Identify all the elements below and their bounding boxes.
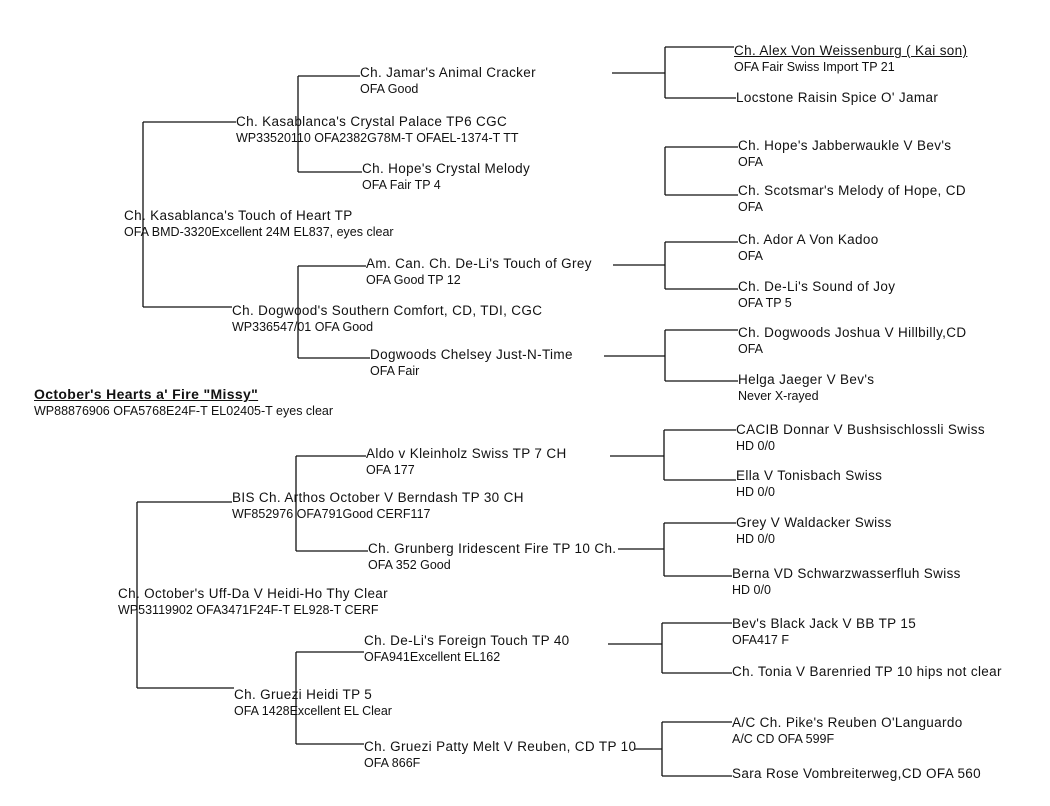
dog-node-ss: Ch. Kasablanca's Crystal Palace TP6 CGC W… (236, 113, 519, 147)
dog-titles: OFA 352 Good (368, 558, 451, 572)
dog-name: Ch. Hope's Jabberwaukle V Bev's (738, 138, 952, 153)
dog-name: Ch. Gruezi Heidi TP 5 (234, 687, 373, 702)
dog-node-ssss: Ch. Alex Von Weissenburg ( Kai son) OFA F… (734, 42, 967, 76)
dog-titles: A/C CD OFA 599F (732, 732, 835, 746)
dog-titles: OFA Good (360, 82, 419, 96)
dog-titles: OFA (738, 249, 764, 263)
dog-node-dsd: Ch. Grunberg Iridescent Fire TP 10 Ch. OF… (368, 540, 616, 574)
dog-titles: WF852976 OFA791Good CERF117 (232, 507, 431, 521)
dog-name: Bev's Black Jack V BB TP 15 (732, 616, 917, 631)
dog-titles: HD 0/0 (732, 583, 771, 597)
dog-name: Ch. Kasablanca's Touch of Heart TP (124, 208, 353, 223)
dog-node-ddss: Bev's Black Jack V BB TP 15 OFA417 F (732, 615, 916, 649)
dog-titles: WP336547/01 OFA Good (232, 320, 374, 334)
dog-node-sdds: Ch. Dogwoods Joshua V Hillbilly,CD OFA (738, 324, 967, 358)
dog-titles: HD 0/0 (736, 532, 775, 546)
dog-node-dss: Aldo v Kleinholz Swiss TP 7 CH OFA 177 (366, 445, 567, 479)
dog-name: Ch. Jamar's Animal Cracker (360, 65, 536, 80)
dog-titles: OFA 1428Excellent EL Clear (234, 704, 392, 718)
dog-node-dam: Ch. October's Uff-Da V Heidi-Ho Thy Clea… (118, 585, 388, 619)
dog-titles: WP53119902 OFA3471F24F-T EL928-T CERF (118, 603, 379, 617)
dog-node-sssd: Locstone Raisin Spice O' Jamar (736, 89, 938, 106)
dog-node-sire: Ch. Kasablanca's Touch of Heart TP OFA BM… (124, 207, 394, 241)
dog-titles: OFA 866F (364, 756, 421, 770)
dog-node-sd: Ch. Dogwood's Southern Comfort, CD, TDI,… (232, 302, 542, 336)
dog-titles: OFA941Excellent EL162 (364, 650, 501, 664)
dog-name: Berna VD Schwarzwasserfluh Swiss (732, 566, 961, 581)
dog-name: Ch. Alex Von Weissenburg ( Kai son) (734, 43, 968, 58)
dog-node-dsss: CACIB Donnar V Bushsischlossli Swiss HD 0… (736, 421, 985, 455)
dog-titles: OFA (738, 155, 764, 169)
dog-name: Locstone Raisin Spice O' Jamar (736, 90, 939, 105)
dog-name: Sara Rose Vombreiterweg,CD OFA 560 (732, 766, 982, 781)
dog-name: Ch. Tonia V Barenried TP 10 hips not cle… (732, 664, 1002, 679)
dog-name: Ch. Gruezi Patty Melt V Reuben, CD TP 10 (364, 739, 637, 754)
dog-titles: Never X-rayed (738, 389, 819, 403)
dog-node-dds: Ch. De-Li's Foreign Touch TP 40 OFA941Exc… (364, 632, 570, 666)
dog-name: BIS Ch. Arthos October V Berndash TP 30 … (232, 490, 524, 505)
dog-name: Dogwoods Chelsey Just-N-Time (370, 347, 573, 362)
dog-node-dd: Ch. Gruezi Heidi TP 5 OFA 1428Excellent E… (234, 686, 392, 720)
dog-name: Ch. De-Li's Foreign Touch TP 40 (364, 633, 570, 648)
dog-titles: OFA Fair (370, 364, 420, 378)
dog-titles: OFA (738, 342, 764, 356)
dog-node-dsdd: Berna VD Schwarzwasserfluh Swiss HD 0/0 (732, 565, 961, 599)
dog-name: Ella V Tonisbach Swiss (736, 468, 883, 483)
dog-name: Aldo v Kleinholz Swiss TP 7 CH (366, 446, 567, 461)
dog-node-root: October's Hearts a' Fire "Missy" WP888769… (34, 386, 333, 420)
dog-name: October's Hearts a' Fire "Missy" (34, 386, 259, 402)
dog-node-ds: BIS Ch. Arthos October V Berndash TP 30 … (232, 489, 524, 523)
dog-name: Helga Jaeger V Bev's (738, 372, 875, 387)
dog-name: CACIB Donnar V Bushsischlossli Swiss (736, 422, 985, 437)
dog-name: Ch. De-Li's Sound of Joy (738, 279, 896, 294)
dog-titles: OFA Good TP 12 (366, 273, 461, 287)
dog-titles: WP88876906 OFA5768E24F-T EL02405-T eyes … (34, 404, 334, 418)
dog-titles: HD 0/0 (736, 485, 775, 499)
dog-name: Grey V Waldacker Swiss (736, 515, 892, 530)
dog-name: Ch. Hope's Crystal Melody (362, 161, 531, 176)
dog-name: A/C Ch. Pike's Reuben O'Languardo (732, 715, 963, 730)
dog-name: Ch. October's Uff-Da V Heidi-Ho Thy Clea… (118, 586, 389, 601)
dog-name: Ch. Grunberg Iridescent Fire TP 10 Ch. (368, 541, 617, 556)
dog-name: Ch. Scotsmar's Melody of Hope, CD (738, 183, 966, 198)
dog-node-ddsd: Ch. Tonia V Barenried TP 10 hips not cle… (732, 663, 1002, 680)
dog-name: Ch. Dogwoods Joshua V Hillbilly,CD (738, 325, 967, 340)
dog-node-ddd: Ch. Gruezi Patty Melt V Reuben, CD TP 10… (364, 738, 636, 772)
dog-titles: OFA417 F (732, 633, 789, 647)
dog-node-dsds: Grey V Waldacker Swiss HD 0/0 (736, 514, 892, 548)
dog-name: Ch. Kasablanca's Crystal Palace TP6 CGC (236, 114, 508, 129)
dog-node-dssd: Ella V Tonisbach Swiss HD 0/0 (736, 467, 882, 501)
dog-titles: OFA Fair TP 4 (362, 178, 441, 192)
dog-titles: OFA (738, 200, 764, 214)
dog-name: Ch. Dogwood's Southern Comfort, CD, TDI,… (232, 303, 543, 318)
dog-titles: HD 0/0 (736, 439, 775, 453)
dog-name: Am. Can. Ch. De-Li's Touch of Grey (366, 256, 592, 271)
dog-titles: OFA 177 (366, 463, 415, 477)
dog-node-dddd: Sara Rose Vombreiterweg,CD OFA 560 (732, 765, 981, 782)
dog-titles: OFA TP 5 (738, 296, 792, 310)
dog-node-ssdd: Ch. Scotsmar's Melody of Hope, CD OFA (738, 182, 966, 216)
dog-titles: OFA BMD-3320Excellent 24M EL837, eyes cl… (124, 225, 394, 239)
dog-titles: WP33520110 OFA2382G78M-T OFAEL-1374-T TT (236, 131, 519, 145)
dog-name: Ch. Ador A Von Kadoo (738, 232, 879, 247)
dog-titles: OFA Fair Swiss Import TP 21 (734, 60, 895, 74)
